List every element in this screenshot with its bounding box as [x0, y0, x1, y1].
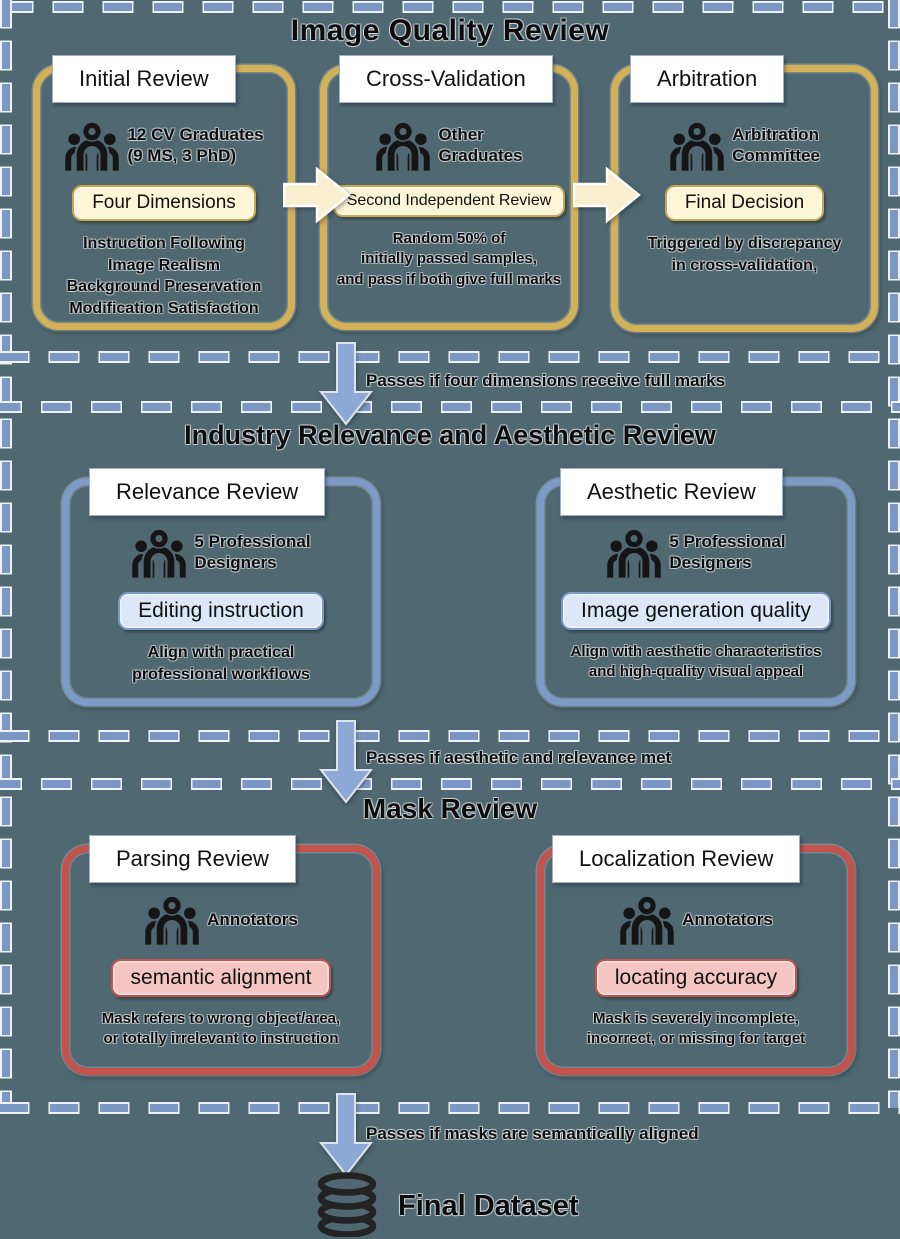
actor-label: 5 Professional Designers [194, 532, 311, 572]
box-title-arbitration: Arbitration [630, 55, 785, 103]
box-title-aesthetic-review: Aesthetic Review [560, 468, 783, 516]
box-notes: Mask is severely incomplete, incorrect, … [586, 1010, 806, 1048]
transition-label: Passes if masks are semantically aligned [366, 1124, 699, 1143]
final-decision-badge: Final Decision [664, 185, 825, 221]
actor-label: 5 Professional Designers [669, 532, 786, 572]
transition-label: Passes if four dimensions receive full m… [366, 371, 726, 390]
box-notes: Instruction Following Image Realism Back… [66, 235, 262, 317]
box-title-parsing-review: Parsing Review [89, 835, 296, 883]
second-review-badge: Second Independent Review [332, 185, 566, 217]
box-notes: Align with practical professional workfl… [132, 644, 310, 683]
people-group-icon [376, 121, 431, 171]
editing-instruction-badge: Editing instruction [118, 592, 324, 630]
actor-label: Arbitration Committee [732, 125, 820, 165]
aesthetic-review-box: Aesthetic Review 5 Professional Designer… [537, 468, 855, 706]
people-group-icon [145, 895, 199, 945]
relevance-review-box: Relevance Review 5 Professional Designer… [62, 468, 380, 706]
parsing-review-box: Parsing Review Annotators semantic align… [62, 835, 380, 1075]
actor-row: Annotators [144, 894, 298, 946]
localization-review-box: Localization Review Annotators locating … [537, 835, 855, 1075]
box-title-relevance-review: Relevance Review [89, 468, 326, 516]
four-dimensions-badge: Four Dimensions [72, 185, 256, 221]
locating-accuracy-badge: locating accuracy [594, 959, 798, 997]
actor-label: Annotators [207, 909, 298, 929]
actor-row: 5 Professional Designers [131, 527, 311, 579]
box-title-localization-review: Localization Review [552, 835, 801, 883]
arbitration-box: Arbitration Arbitration Committee Final … [611, 55, 878, 332]
people-group-icon [65, 121, 120, 171]
people-group-icon [620, 895, 674, 945]
section-heading-image-quality: Image Quality Review [290, 14, 610, 47]
down-arrow-icon [318, 1093, 374, 1177]
database-coil-icon [317, 1172, 377, 1237]
final-dataset-label: Final Dataset [398, 1190, 579, 1222]
section-heading-relevance-aesthetic: Industry Relevance and Aesthetic Review [184, 420, 716, 450]
box-notes: Random 50% of initially passed samples, … [336, 230, 562, 288]
people-group-icon [607, 528, 662, 578]
people-group-icon [670, 121, 724, 171]
right-arrow-icon [573, 166, 641, 224]
cross-validation-box: Cross-Validation Other Graduates Second … [320, 55, 578, 330]
people-group-icon [132, 528, 187, 578]
box-title-initial-review: Initial Review [52, 55, 236, 103]
semantic-alignment-badge: semantic alignment [110, 959, 332, 997]
box-notes: Triggered by discrepancy in cross-valida… [647, 235, 842, 274]
box-title-cross-validation: Cross-Validation [339, 55, 553, 103]
image-generation-quality-badge: Image generation quality [561, 592, 831, 630]
down-arrow-icon [318, 342, 374, 426]
initial-review-box: Initial Review 12 CV Graduates (9 MS, 3 … [33, 55, 295, 330]
actor-row: 12 CV Graduates (9 MS, 3 PhD) [64, 120, 264, 172]
actor-row: Annotators [619, 894, 773, 946]
actor-label: Annotators [682, 909, 773, 929]
actor-row: Other Graduates [375, 120, 523, 172]
box-notes: Mask refers to wrong object/area, or tot… [101, 1010, 341, 1048]
actor-row: Arbitration Committee [669, 120, 820, 172]
down-arrow-icon [318, 720, 374, 804]
actor-label: Other Graduates [438, 125, 523, 165]
box-notes: Align with aesthetic characteristics and… [570, 643, 822, 681]
actor-row: 5 Professional Designers [606, 527, 786, 579]
section-heading-mask-review: Mask Review [362, 793, 538, 824]
actor-label: 12 CV Graduates (9 MS, 3 PhD) [127, 125, 264, 165]
transition-label: Passes if aesthetic and relevance met [366, 748, 672, 767]
right-arrow-icon [283, 166, 351, 224]
